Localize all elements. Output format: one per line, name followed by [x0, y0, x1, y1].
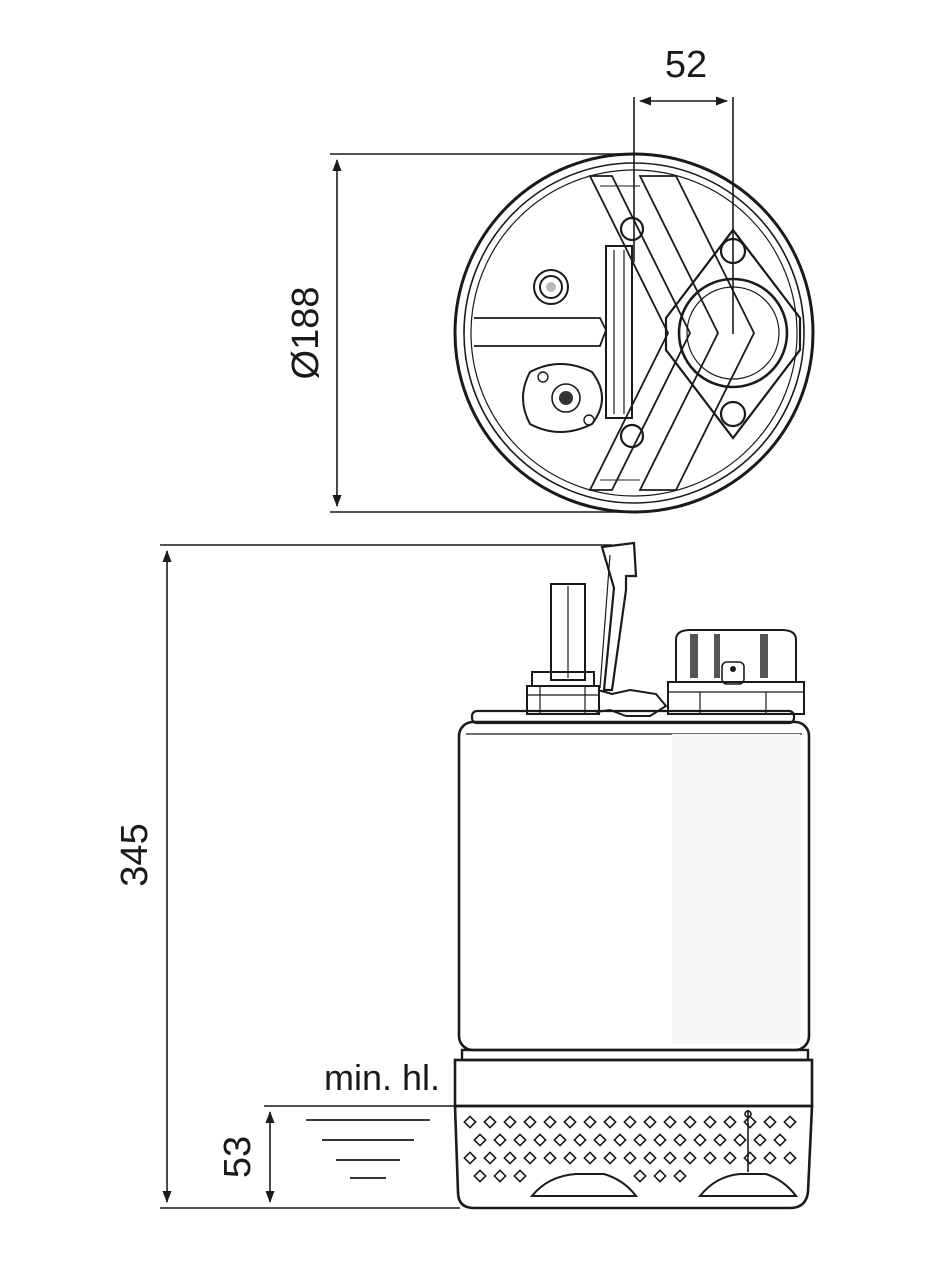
drain-flange — [522, 363, 603, 433]
strainer-hole — [573, 1133, 587, 1147]
height-dimension: 345 — [114, 544, 612, 1209]
strainer-hole — [633, 1169, 647, 1183]
strainer-hole — [663, 1151, 677, 1165]
strainer-hole — [473, 1169, 487, 1183]
strainer-hole — [783, 1151, 797, 1165]
pump-top-outline — [453, 152, 815, 514]
strainer-hole — [703, 1115, 717, 1129]
strainer-hole — [483, 1151, 497, 1165]
strainer-hole — [633, 1133, 647, 1147]
strainer-hole — [783, 1115, 797, 1129]
strainer-hole — [623, 1151, 637, 1165]
strainer-hole — [613, 1133, 627, 1147]
strainer-hole — [563, 1151, 577, 1165]
strainer-hole — [523, 1151, 537, 1165]
strainer-base — [453, 1104, 814, 1210]
strainer-hole — [723, 1115, 737, 1129]
min-level-value: 53 — [217, 1136, 259, 1178]
diameter-label: Ø188 — [285, 287, 327, 380]
strainer-hole — [763, 1115, 777, 1129]
strainer-hole — [503, 1151, 517, 1165]
cable-gland — [533, 269, 569, 305]
strainer-hole — [673, 1133, 687, 1147]
strainer-hole — [543, 1151, 557, 1165]
strainer-hole — [733, 1133, 747, 1147]
strainer-hole — [603, 1151, 617, 1165]
diameter-dimension: Ø188 — [285, 153, 634, 513]
strainer-hole — [463, 1151, 477, 1165]
strainer-hole — [763, 1151, 777, 1165]
discharge-connection — [667, 629, 805, 715]
strainer-hole — [623, 1115, 637, 1129]
discharge-flange — [664, 228, 802, 440]
strainer-hole — [703, 1151, 717, 1165]
strainer-hole — [683, 1115, 697, 1129]
strainer-hole — [583, 1115, 597, 1129]
strainer-hole — [683, 1151, 697, 1165]
side-view: 345 53 min. hl. — [114, 541, 814, 1210]
strainer-hole — [713, 1133, 727, 1147]
strainer-hole — [743, 1115, 757, 1129]
strainer-hole — [523, 1115, 537, 1129]
strainer-hole — [493, 1169, 507, 1183]
strainer-hole — [593, 1133, 607, 1147]
strainer-hole — [463, 1115, 477, 1129]
strainer-hole — [743, 1151, 757, 1165]
strainer-hole — [483, 1115, 497, 1129]
strainer-hole — [553, 1133, 567, 1147]
strainer-hole — [503, 1115, 517, 1129]
strainer-hole — [603, 1115, 617, 1129]
strainer-holes — [463, 1115, 797, 1183]
top-ribs — [588, 175, 756, 491]
motor-housing — [453, 709, 814, 1108]
strainer-hole — [643, 1115, 657, 1129]
cable-entry — [526, 583, 600, 715]
min-level-label: min. hl. — [324, 1057, 440, 1098]
strainer-hole — [663, 1115, 677, 1129]
strainer-hole — [653, 1133, 667, 1147]
strainer-hole — [513, 1169, 527, 1183]
strainer-hole — [653, 1169, 667, 1183]
height-label: 345 — [114, 823, 156, 886]
strainer-hole — [723, 1151, 737, 1165]
bore-spacing-dimension: 52 — [633, 44, 734, 334]
strainer-hole — [693, 1133, 707, 1147]
side-rib — [474, 317, 607, 347]
strainer-hole — [583, 1151, 597, 1165]
strainer-hole — [473, 1133, 487, 1147]
strainer-hole — [563, 1115, 577, 1129]
strainer-hole — [543, 1115, 557, 1129]
strainer-hole — [643, 1151, 657, 1165]
strainer-hole — [533, 1133, 547, 1147]
side-handle — [595, 541, 668, 717]
strainer-hole — [773, 1133, 787, 1147]
strainer-hole — [673, 1169, 687, 1183]
handle-top — [605, 216, 645, 449]
strainer-hole — [513, 1133, 527, 1147]
strainer-hole — [753, 1133, 767, 1147]
min-level-dimension: 53 min. hl. — [217, 1057, 455, 1203]
top-view: 52 Ø188 — [285, 44, 815, 514]
strainer-hole — [493, 1133, 507, 1147]
bore-spacing-label: 52 — [665, 44, 707, 86]
